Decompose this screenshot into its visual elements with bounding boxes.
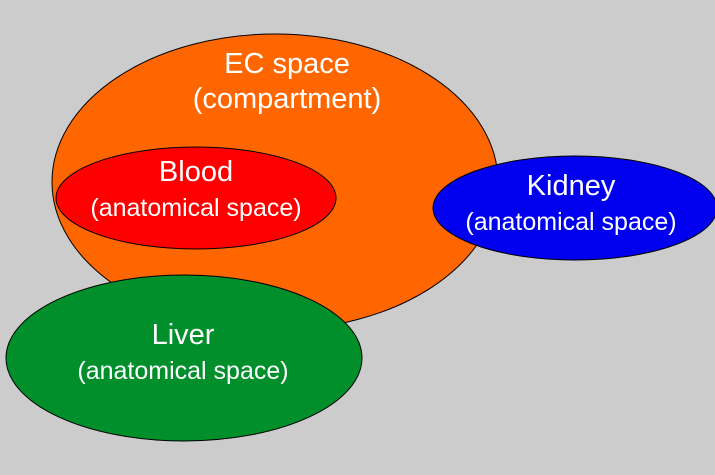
blood-node: Blood (anatomical space): [55, 146, 337, 250]
liver-ellipse: [5, 274, 363, 442]
blood-subtitle: (anatomical space): [90, 194, 301, 222]
blood-ellipse: [55, 146, 337, 250]
kidney-node: Kidney (anatomical space): [432, 155, 715, 261]
kidney-subtitle: (anatomical space): [465, 208, 676, 236]
kidney-title: Kidney: [527, 170, 616, 202]
blood-title: Blood: [159, 156, 233, 188]
liver-title: Liver: [152, 319, 215, 351]
liver-subtitle: (anatomical space): [77, 357, 288, 385]
liver-node: Liver (anatomical space): [5, 274, 363, 442]
kidney-ellipse: [432, 155, 715, 261]
ec-space-subtitle: (compartment): [193, 83, 382, 115]
ec-space-title: EC space: [224, 48, 350, 80]
